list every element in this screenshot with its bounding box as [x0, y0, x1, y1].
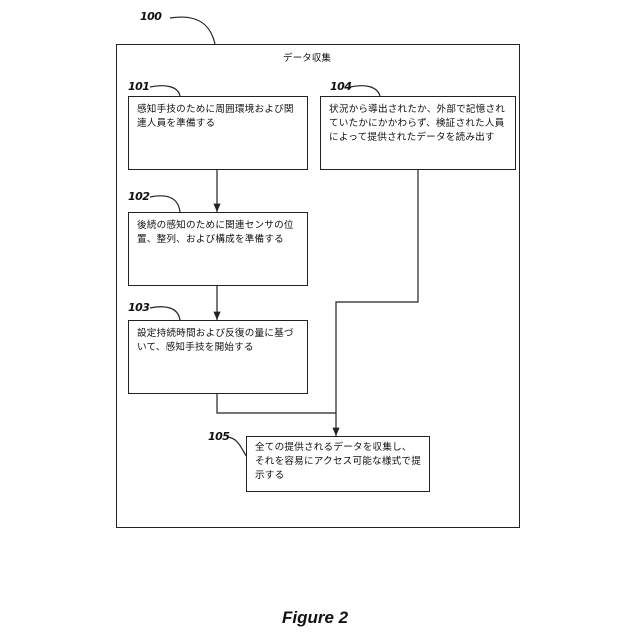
step-box-103: 設定持続時間および反復の量に基づいて、感知手技を開始する	[128, 320, 308, 394]
step-text-103: 設定持続時間および反復の量に基づいて、感知手技を開始する	[137, 328, 294, 353]
figure-caption: Figure 2	[282, 608, 348, 628]
ref-label-102: 102	[128, 190, 149, 203]
diagram-title: データ収集	[283, 50, 331, 64]
ref-label-101: 101	[128, 80, 149, 93]
ref-label-100: 100	[140, 10, 161, 23]
step-box-105: 全ての提供されるデータを収集し、それを容易にアクセス可能な様式で提示する	[246, 436, 430, 492]
step-box-102: 後続の感知のために関連センサの位置、整列、および構成を準備する	[128, 212, 308, 286]
ref-label-103: 103	[128, 301, 149, 314]
ref-label-104: 104	[330, 80, 351, 93]
step-text-101: 感知手技のために周囲環境および関連人員を準備する	[137, 104, 294, 129]
ref-label-105: 105	[208, 430, 229, 443]
step-text-105: 全ての提供されるデータを収集し、それを容易にアクセス可能な様式で提示する	[255, 442, 421, 481]
step-text-104: 状況から導出されたか、外部で記憶されていたかにかかわらず、検証された人員によって…	[329, 104, 505, 143]
step-box-104: 状況から導出されたか、外部で記憶されていたかにかかわらず、検証された人員によって…	[320, 96, 516, 170]
ref-leader-100	[170, 17, 215, 44]
step-box-101: 感知手技のために周囲環境および関連人員を準備する	[128, 96, 308, 170]
step-text-102: 後続の感知のために関連センサの位置、整列、および構成を準備する	[137, 220, 294, 245]
